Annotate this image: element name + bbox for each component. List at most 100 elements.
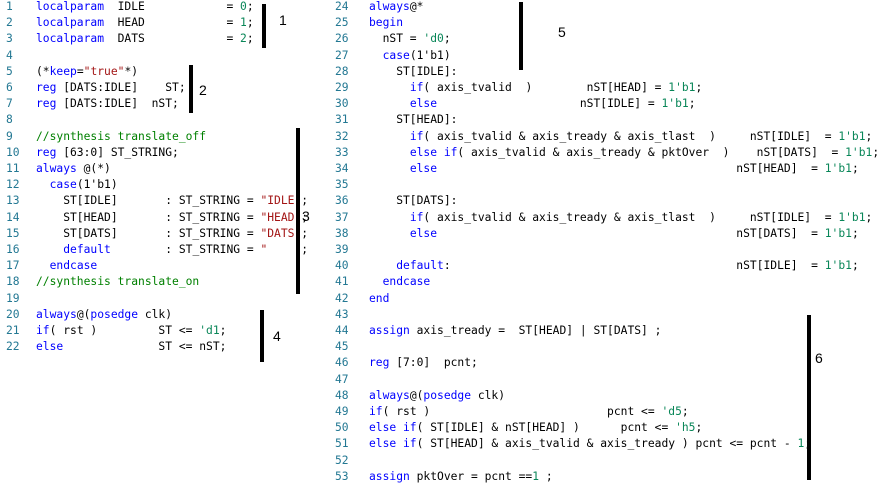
section-label-6: 6	[815, 350, 823, 366]
code-line: 9//synthesis translate_off	[0, 129, 320, 145]
line-number: 8	[6, 113, 13, 127]
code-line: 16 default : ST_STRING = " ";	[0, 242, 320, 258]
line-number: 6	[6, 81, 13, 94]
line-number: 20	[6, 307, 20, 321]
code-line: 5 (*keep="true"*)	[0, 64, 320, 80]
line-number: 12	[6, 178, 20, 192]
line-number: 26	[335, 32, 349, 46]
line-number: 33	[335, 145, 349, 159]
code-text: if( rst ) ST <= 'd1;	[36, 324, 227, 337]
section-marker-3	[296, 128, 300, 294]
line-number: 17	[6, 259, 20, 273]
section-marker-6	[807, 315, 811, 480]
code-text: assign axis_tready = ST[HEAD] | ST[DATS]…	[369, 324, 662, 337]
section-marker-4	[260, 310, 264, 362]
line-number: 48	[335, 388, 349, 402]
line-number: 27	[335, 48, 349, 62]
line-number: 29	[335, 81, 349, 94]
code-line: 27 case(1'b1)	[335, 48, 865, 64]
code-text: always@*	[369, 0, 424, 13]
code-text: reg [63:0] ST_STRING;	[36, 145, 179, 159]
code-text: (*keep="true"*)	[36, 64, 139, 78]
code-line: 35	[335, 177, 865, 193]
code-line: 34 else nST[HEAD] = 1'b1;	[335, 161, 865, 177]
line-number: 51	[335, 437, 349, 451]
section-marker-2	[189, 65, 193, 113]
code-text: default : ST_STRING = " ";	[63, 243, 309, 256]
code-line: 52	[335, 453, 865, 469]
code-text: if( axis_tvalid & axis_tready & axis_tla…	[409, 129, 873, 143]
code-text: always @(*)	[36, 162, 111, 175]
code-text: else if( ST[IDLE] & nST[HEAD] ) pcnt <= …	[369, 421, 703, 435]
line-number: 5	[6, 64, 13, 78]
code-text: else if( axis_tvalid & axis_tready & pkt…	[409, 145, 879, 159]
line-number: 43	[335, 307, 349, 321]
code-text: reg [DATS:IDLE] ST;	[36, 81, 186, 94]
section-label-1: 1	[279, 12, 287, 28]
line-number: 40	[335, 259, 349, 273]
code-line: 36 ST[DATS]:	[335, 193, 865, 209]
code-text: //synthesis translate_off	[36, 129, 207, 143]
code-line: 47	[335, 372, 865, 388]
line-number: 25	[335, 16, 349, 30]
code-line: 32 if( axis_tvalid & axis_tready & axis_…	[335, 129, 872, 145]
code-line: 43	[335, 307, 865, 323]
line-number: 4	[6, 48, 13, 62]
line-number: 39	[335, 243, 349, 256]
code-line: 13 ST[IDLE] : ST_STRING = "IDLE";	[0, 193, 320, 209]
section-label-3: 3	[302, 208, 310, 224]
code-line: 14 ST[HEAD] : ST_STRING = "HEAD";	[0, 210, 320, 226]
line-number: 11	[6, 162, 20, 175]
code-text: ST[DATS] : ST_STRING = "DATS";	[36, 226, 309, 240]
code-text: reg [7:0] pcnt;	[369, 356, 478, 370]
section-label-5: 5	[558, 24, 566, 40]
code-line: 40 default: nST[IDLE] = 1'b1;	[335, 258, 865, 274]
code-line: 4	[0, 48, 320, 64]
code-line: 28 ST[IDLE]:	[335, 64, 865, 80]
code-text: else nST[HEAD] = 1'b1;	[409, 162, 859, 175]
line-number: 49	[335, 405, 349, 418]
code-line: 41 endcase	[335, 274, 865, 290]
line-number: 22	[6, 340, 20, 354]
code-text: ST[IDLE] : ST_STRING = "IDLE";	[36, 194, 309, 208]
code-line: 15 ST[DATS] : ST_STRING = "DATS";	[0, 226, 320, 242]
code-text: if( axis_tvalid & axis_tready & axis_tla…	[409, 210, 873, 224]
line-number: 18	[6, 275, 20, 289]
line-number: 38	[335, 226, 349, 240]
code-line: 45	[335, 339, 865, 355]
code-text: localparam IDLE = 0;	[36, 0, 254, 13]
code-line: 30 else nST[IDLE] = 1'b1;	[335, 96, 865, 112]
code-text: default: nST[IDLE] = 1'b1;	[396, 259, 859, 273]
line-number: 7	[6, 97, 13, 111]
section-marker-5	[519, 2, 523, 70]
code-line: 8	[0, 112, 320, 128]
code-text: //synthesis translate_on	[36, 275, 200, 289]
code-text: end	[369, 291, 390, 305]
code-text: nST = 'd0;	[369, 32, 451, 46]
line-number: 19	[6, 291, 20, 305]
code-text: else nST[DATS] = 1'b1;	[409, 226, 859, 240]
line-number: 3	[6, 32, 13, 46]
code-line: 37 if( axis_tvalid & axis_tready & axis_…	[335, 210, 872, 226]
code-text: case(1'b1)	[382, 48, 451, 62]
code-line: 31 ST[HEAD]:	[335, 112, 865, 128]
line-number: 53	[335, 469, 349, 483]
code-text: if( rst ) pcnt <= 'd5;	[369, 405, 689, 418]
